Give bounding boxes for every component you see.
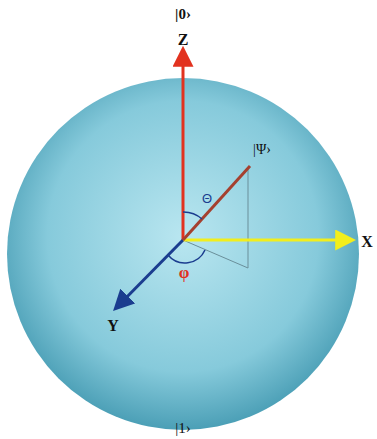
state-label: |Ψ› — [253, 143, 271, 157]
axis-label: Y — [107, 318, 119, 334]
theta-arc — [183, 212, 202, 219]
x-axis — [183, 239, 352, 242]
state-vector — [183, 166, 250, 240]
projection-line — [183, 240, 248, 268]
y-axis — [116, 240, 183, 308]
state-label: |1› — [175, 421, 191, 436]
axis-label: X — [361, 234, 373, 250]
axis-label: Z — [178, 32, 189, 48]
phi-arc — [168, 250, 205, 263]
angle-label: φ — [179, 264, 190, 281]
state-label: |0› — [175, 7, 191, 22]
projection-line — [248, 168, 249, 268]
angle-label: Θ — [202, 192, 212, 205]
